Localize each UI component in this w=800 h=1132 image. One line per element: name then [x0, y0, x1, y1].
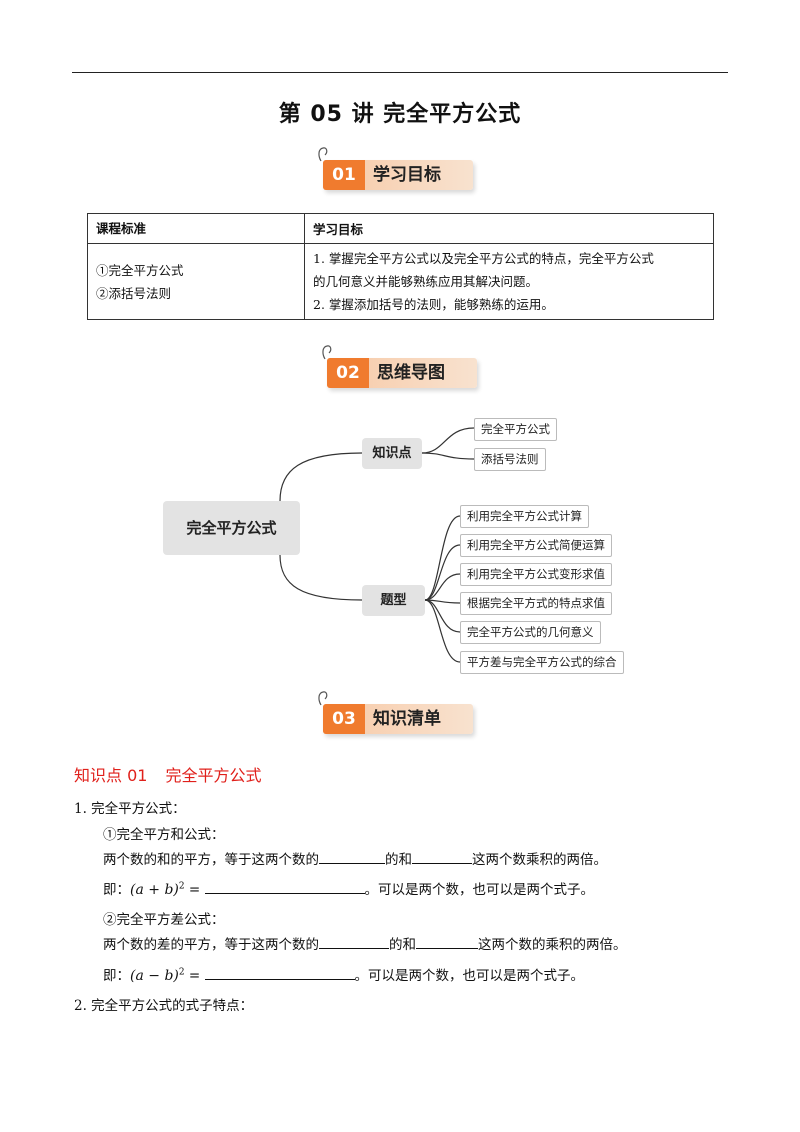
table-cell-objectives: 1. 掌握完全平方公式以及完全平方公式的特点，完全平方公式 的几何意义并能够熟练…	[304, 243, 714, 320]
section-label: 学习目标	[373, 165, 441, 185]
section-label: 知识清单	[373, 709, 441, 729]
table-header: 课程标准	[87, 213, 305, 244]
objective-line: 的几何意义并能够熟练应用其解决问题。	[313, 274, 539, 289]
objective-line: 2. 掌握添加括号的法则，能够熟练的运用。	[313, 297, 554, 312]
mind-map-connectors	[279, 427, 475, 663]
formula: (a + b)	[130, 882, 179, 898]
fill-blank	[204, 879, 365, 894]
knowledge-point-label: 知识点 01	[74, 766, 148, 785]
section-number: 01	[323, 160, 365, 190]
section-badge-knowledge: 03 知识清单	[318, 691, 483, 736]
section-badge-mindmap: 02 思维导图	[322, 345, 487, 390]
fill-blank	[412, 849, 472, 864]
fill-blank	[416, 934, 478, 949]
section-label: 思维导图	[377, 363, 445, 383]
mindmap-leaf: 利用完全平方公式变形求值	[460, 563, 612, 586]
formula-line: 即：(a + b)2 = 。可以是两个数，也可以是两个式子。	[103, 878, 594, 899]
fill-blank	[319, 934, 389, 949]
text-line: 2. 完全平方公式的式子特点：	[74, 998, 254, 1014]
table-header: 学习目标	[304, 213, 714, 244]
text-line: 1. 完全平方公式：	[74, 801, 186, 817]
mindmap-branch-knowledge: 知识点	[362, 438, 422, 469]
paperclip-icon	[318, 691, 328, 706]
text-line: 两个数的差的平方，等于这两个数的的和这两个数的乘积的两倍。	[103, 933, 627, 953]
mindmap-leaf: 利用完全平方公式计算	[460, 505, 589, 528]
table-cell-standards: ①完全平方公式 ②添括号法则	[87, 243, 305, 320]
section-number: 03	[323, 704, 365, 734]
paperclip-icon	[318, 147, 328, 162]
text-line: ②完全平方差公式：	[103, 912, 225, 928]
page-title: 第 05 讲 完全平方公式	[278, 102, 522, 127]
mindmap-leaf: 添括号法则	[474, 448, 546, 471]
table-row: ①完全平方公式 ②添括号法则 1. 掌握完全平方公式以及完全平方公式的特点，完全…	[87, 243, 714, 320]
section-number: 02	[327, 358, 369, 388]
header-rule	[72, 72, 728, 73]
standard-item: ②添括号法则	[96, 285, 172, 301]
mindmap-root: 完全平方公式	[163, 501, 300, 555]
mindmap-leaf: 利用完全平方公式简便运算	[460, 534, 612, 557]
text-line: ①完全平方和公式：	[103, 827, 225, 843]
formula: (a − b)	[130, 968, 179, 984]
paperclip-icon	[322, 345, 332, 360]
mind-map: 完全平方公式 知识点 题型 完全平方公式 添括号法则 利用完全平方公式计算 利用…	[0, 400, 800, 690]
mindmap-leaf: 完全平方公式的几何意义	[460, 621, 601, 644]
mindmap-leaf: 平方差与完全平方公式的综合	[460, 651, 624, 674]
fill-blank	[204, 965, 355, 980]
standard-item: ①完全平方公式	[96, 262, 184, 278]
knowledge-point-heading: 知识点 01 完全平方公式	[74, 762, 261, 786]
mindmap-branch-types: 题型	[362, 585, 425, 616]
goals-table: 课程标准 学习目标 ①完全平方公式 ②添括号法则 1. 掌握完全平方公式以及完全…	[87, 213, 714, 320]
knowledge-point-title: 完全平方公式	[165, 766, 262, 785]
mindmap-leaf: 完全平方公式	[474, 418, 557, 441]
objective-line: 1. 掌握完全平方公式以及完全平方公式的特点，完全平方公式	[313, 251, 654, 266]
table-header-row: 课程标准 学习目标	[87, 213, 714, 244]
fill-blank	[319, 849, 385, 864]
text-line: 两个数的和的平方，等于这两个数的的和这两个数乘积的两倍。	[103, 848, 607, 868]
mindmap-leaf: 根据完全平方式的特点求值	[460, 592, 612, 615]
section-badge-goals: 01 学习目标	[318, 147, 483, 192]
formula-line: 即：(a − b)2 = 。可以是两个数，也可以是两个式子。	[103, 964, 584, 985]
